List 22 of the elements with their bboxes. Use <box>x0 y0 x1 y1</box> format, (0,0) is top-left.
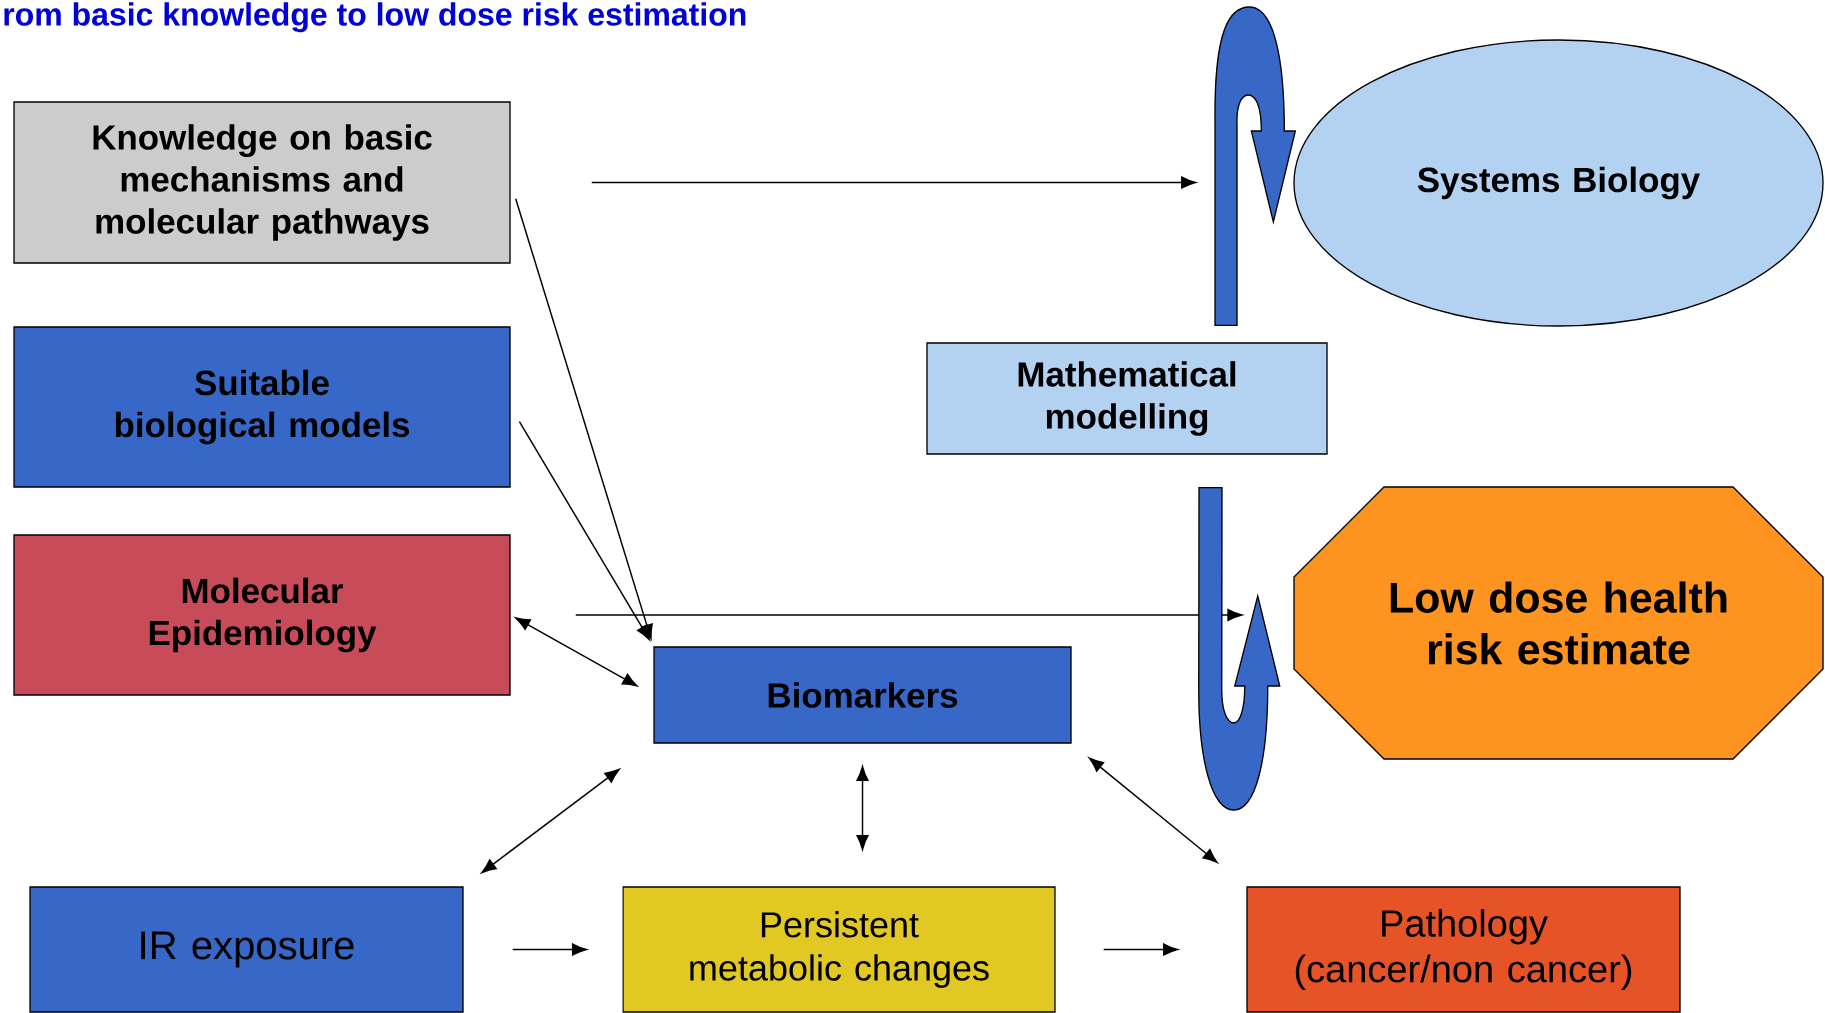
risk-octagon: Low dose health risk estimate <box>1293 486 1824 760</box>
metabolic-box: Persistent metabolic changes <box>622 886 1056 1013</box>
arrow <box>518 420 650 641</box>
arrow <box>515 617 638 687</box>
biomarkers-box: Biomarkers <box>653 646 1072 744</box>
pathology-box: Pathology (cancer/non cancer) <box>1246 886 1681 1013</box>
arrow <box>591 176 1197 189</box>
exposure-box: IR exposure <box>29 886 464 1013</box>
arrow <box>512 943 588 956</box>
arrow <box>1088 757 1218 864</box>
modelling-box: Mathematical modelling <box>926 342 1328 455</box>
curved-arrow <box>1198 487 1281 811</box>
curved-arrow <box>1214 6 1296 326</box>
arrow <box>575 608 1243 622</box>
arrow <box>514 198 653 640</box>
knowledge-box: Knowledge on basic mechanisms and molecular pathways <box>13 101 511 264</box>
arrow <box>856 765 869 851</box>
epidemiology-box: Molecular Epidemiology <box>13 534 511 696</box>
arrow <box>481 768 620 874</box>
models-box: Suitable biological models <box>13 326 511 488</box>
title: rom basic knowledge to low dose risk estimation <box>4 2 746 33</box>
arrow <box>1102 943 1179 956</box>
